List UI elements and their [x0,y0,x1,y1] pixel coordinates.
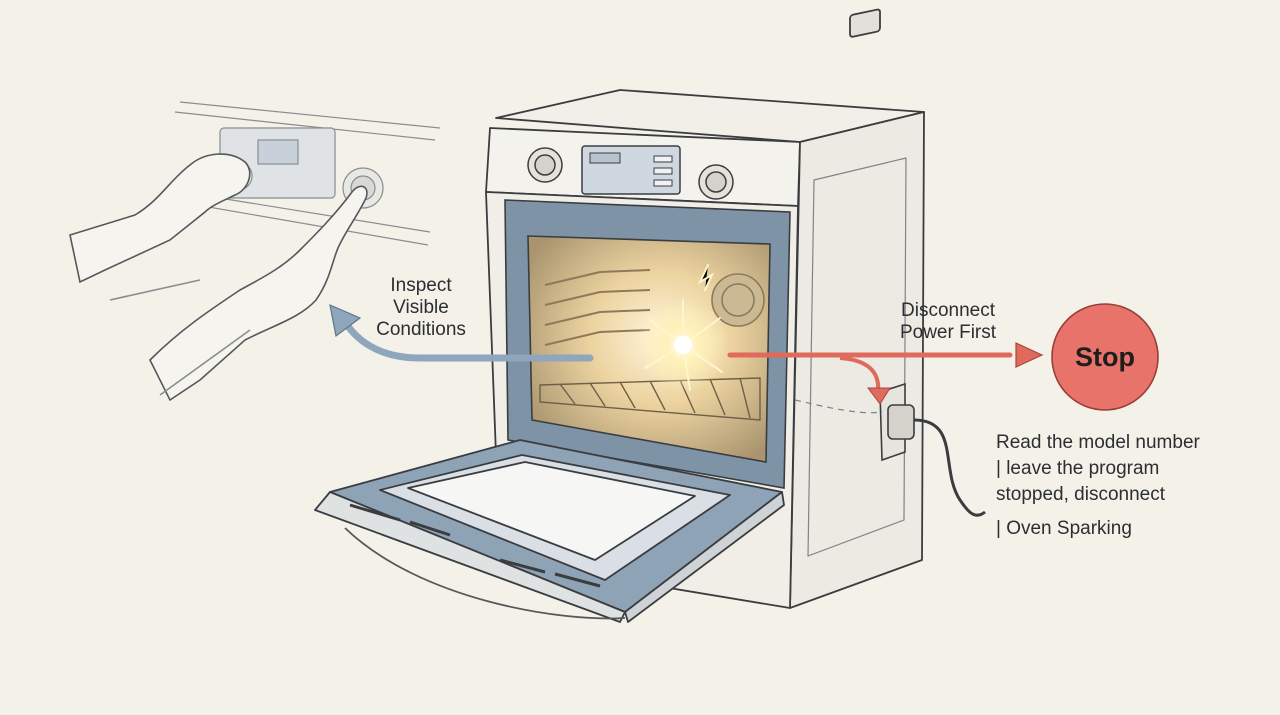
spark-burst [637,264,729,391]
stop-label: Stop [1075,341,1135,372]
stop-circle [1051,303,1159,411]
disconnect-label-line-1: Disconnect [901,300,995,321]
disconnect-arrow [727,342,1044,405]
inspect-label-line-1: Inspect [390,275,452,296]
topic-title: | Oven Sparking [996,518,1132,539]
hands-adjusting-knob [69,153,368,402]
disconnect-label: Disconnect Power First [868,300,1028,344]
inspect-label-line-2: Visible [393,297,449,318]
oven-controls [527,145,734,200]
inspect-label: Inspect Visible Conditions [356,275,486,341]
disconnect-label-line-2: Power First [899,322,997,343]
instruction-line-3: stopped, disconnect [996,484,1166,505]
instruction-text: Read the model number | leave the progra… [996,430,1266,508]
instruction-line-1: Read the model number [996,432,1200,453]
wall-outlet-plug [794,382,986,517]
inspect-arrow [329,303,594,362]
inspect-label-line-3: Conditions [376,319,466,340]
instruction-line-2: | leave the program [996,458,1160,479]
oven-door-open [314,439,785,623]
